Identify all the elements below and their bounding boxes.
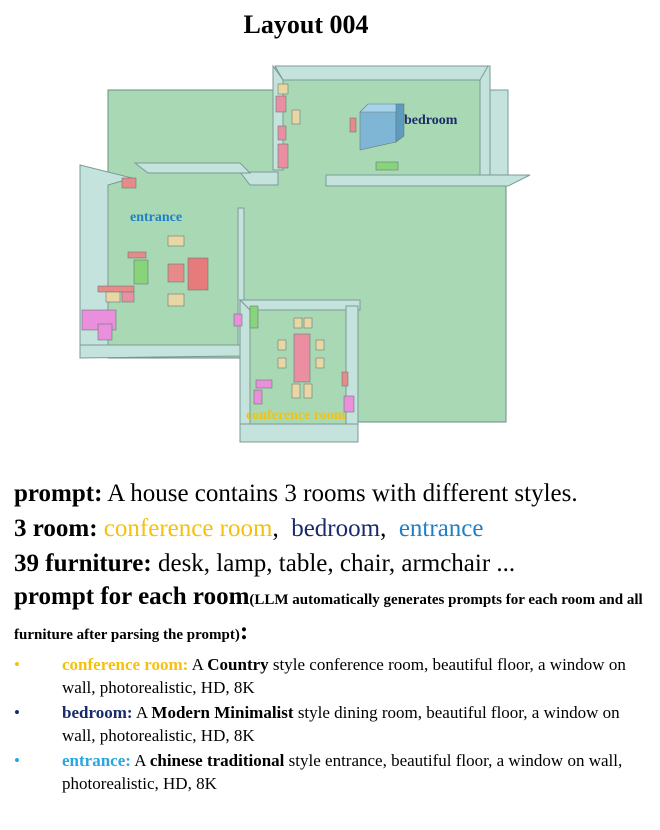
floor-plan: bedroom entrance conference room — [79, 64, 531, 443]
room-prompt-pre: A — [188, 655, 208, 674]
prompt-text: A house contains 3 rooms with different … — [102, 480, 578, 507]
room-prompt-style: Modern Minimalist — [151, 703, 294, 722]
room-prompt-bedroom: • bedroom: A Modern Minimalist style din… — [14, 701, 654, 747]
room-prompt-name: conference room: — [62, 655, 189, 674]
walls — [79, 64, 531, 443]
room-prompt-list: • conference room: A Country style confe… — [14, 653, 654, 795]
rooms-key: 3 room: — [14, 515, 98, 542]
bullet: • — [14, 703, 20, 722]
room-bedroom: bedroom — [291, 515, 381, 542]
conference-furniture — [253, 317, 355, 413]
room-conference: conference room — [103, 515, 273, 542]
stool — [167, 293, 185, 307]
per-room-note: (LLM automatically generates prompts for… — [14, 592, 643, 643]
screen — [133, 259, 149, 285]
chair — [277, 83, 289, 95]
cabinet — [277, 125, 287, 141]
wardrobe — [277, 143, 289, 169]
shelf — [275, 95, 287, 113]
label-bedroom: bedroom — [404, 113, 458, 128]
room-prompt-name: bedroom: — [62, 703, 133, 722]
entrance-furniture — [81, 177, 259, 341]
room-prompt-entrance: • entrance: A chinese traditional style … — [14, 749, 654, 795]
furniture-key: 39 furniture: — [14, 550, 152, 577]
room-prompt-post: style entrance, beautiful floor, a windo… — [62, 751, 623, 793]
room-prompt-pre: A — [132, 703, 152, 722]
room-prompt-post: style conference room, beautiful floor, … — [62, 655, 626, 697]
bedroom-furniture — [275, 83, 405, 171]
rooms-line: 3 room: conference room, bedroom, entran… — [14, 515, 484, 542]
layout-title: Layout 004 — [243, 10, 369, 39]
conference-table — [293, 333, 311, 383]
furniture-line: 39 furniture: desk, lamp, table, chair, … — [14, 546, 654, 581]
room-prompt-style: chinese traditional — [149, 751, 285, 770]
cabinet — [167, 263, 185, 283]
shoe-cabinet — [121, 177, 137, 189]
room-prompt-conference: • conference room: A Country style confe… — [14, 653, 654, 699]
prompt-line: prompt: A house contains 3 rooms with di… — [14, 476, 654, 511]
bullet: • — [14, 655, 20, 674]
room-prompt-post: style dining room, beautiful floor, a wi… — [62, 703, 620, 745]
prompt-key: prompt: — [14, 480, 103, 507]
armoire — [187, 257, 209, 291]
furniture-text: desk, lamp, table, chair, armchair ... — [151, 550, 516, 577]
per-room-line: prompt for each room(LLM automatically g… — [14, 581, 654, 651]
lamp — [291, 109, 301, 125]
room-entrance: entrance — [398, 515, 484, 542]
bullet: • — [14, 751, 20, 770]
room-prompt-style: Country — [207, 655, 269, 674]
bench — [375, 161, 399, 171]
label-conference-room: conference room — [246, 408, 346, 423]
label-entrance: entrance — [130, 210, 182, 225]
per-room-key: prompt for each room — [14, 583, 250, 610]
room-prompt-name: entrance: — [62, 751, 131, 770]
nightstand — [349, 117, 357, 133]
per-room-colon: : — [239, 618, 249, 645]
description: prompt: A house contains 3 rooms with di… — [14, 476, 654, 797]
room-prompt-pre: A — [130, 751, 150, 770]
stool — [167, 235, 185, 247]
